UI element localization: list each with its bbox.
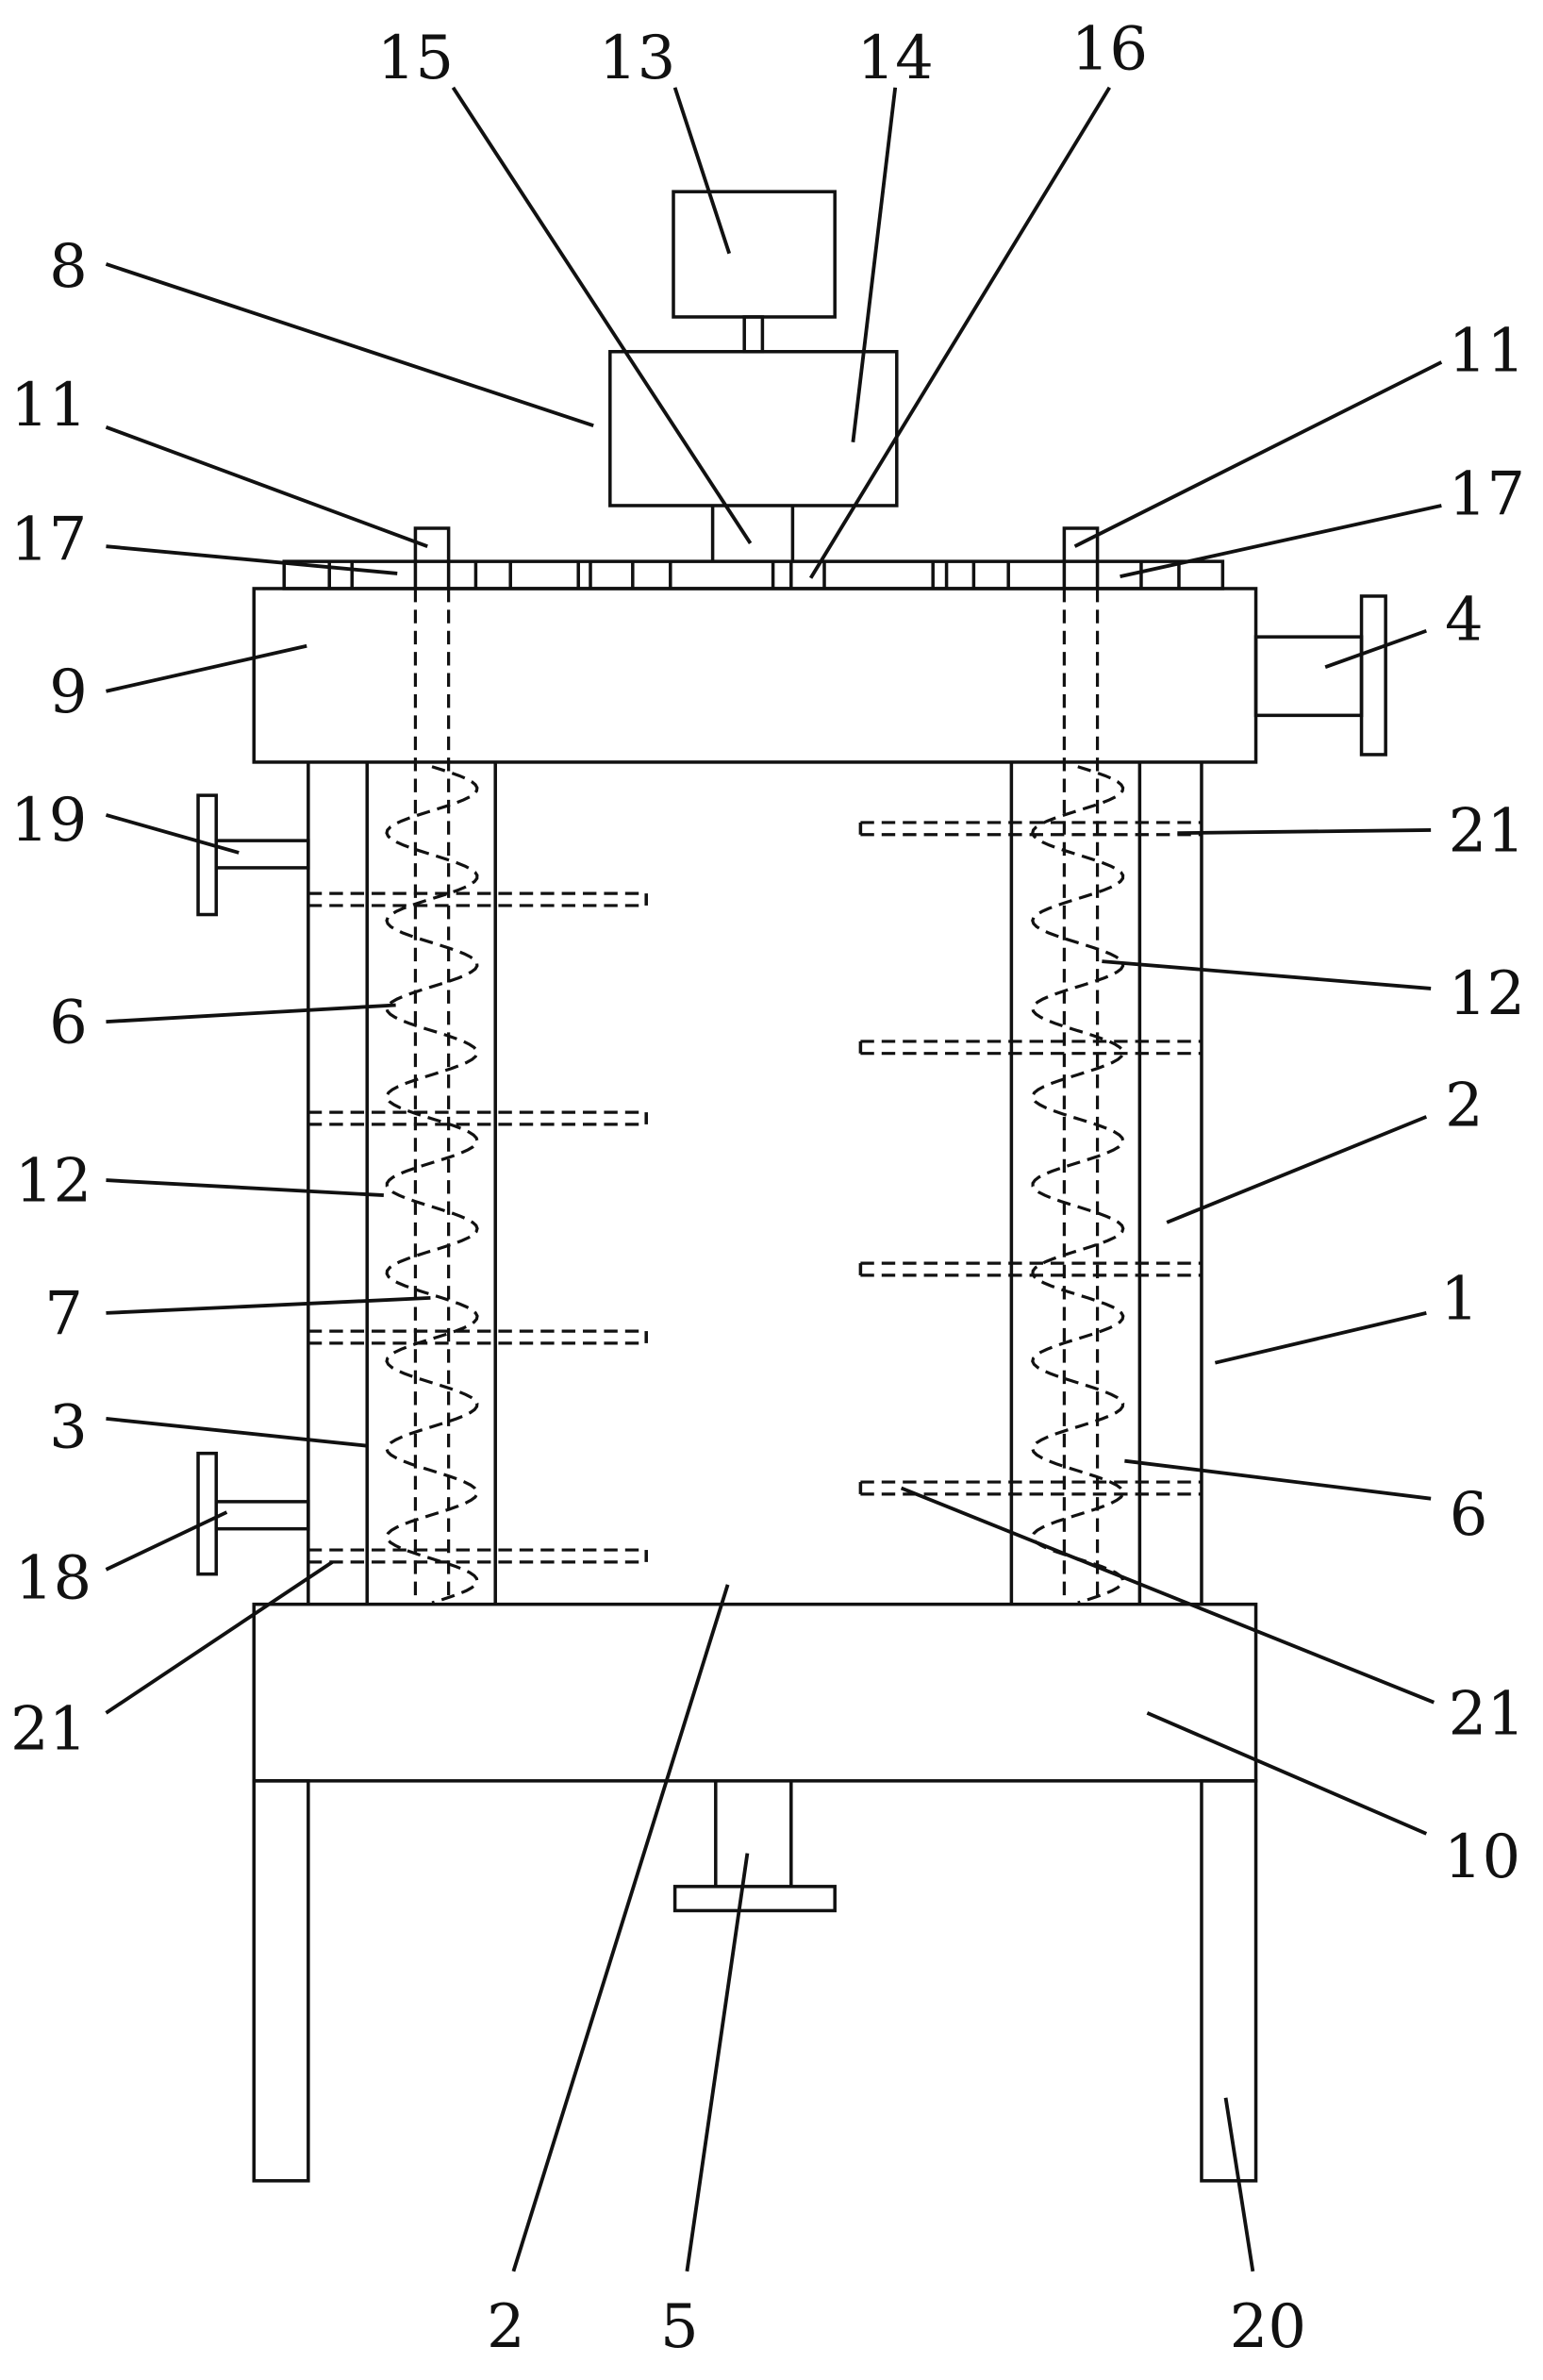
label-9: 9: [49, 657, 88, 727]
label-8: 8: [49, 232, 88, 302]
rod-11-left: [415, 528, 448, 1603]
label-12-right: 12: [1449, 959, 1525, 1029]
outlet-5: [675, 1781, 836, 1911]
label-15: 15: [377, 24, 454, 93]
rod-11-right: [1064, 528, 1097, 1603]
label-6-right: 6: [1450, 1480, 1488, 1550]
leg-20-left: [254, 1781, 308, 2181]
label-4: 4: [1445, 585, 1484, 655]
label-21-right-top: 21: [1449, 796, 1525, 866]
label-17-left: 17: [10, 506, 87, 575]
label-21-left: 21: [10, 1694, 87, 1764]
label-5: 5: [660, 2292, 699, 2362]
label-19: 19: [10, 786, 87, 856]
label-7: 7: [44, 1279, 83, 1349]
label-11-left: 11: [10, 371, 87, 441]
label-16: 16: [1071, 15, 1148, 85]
gear-plate-17: [284, 561, 1222, 589]
spring-12-right: [1033, 767, 1123, 1603]
inlet-pipe-4: [1256, 637, 1362, 715]
label-2-right: 2: [1445, 1072, 1484, 1141]
motor-13: [673, 191, 835, 317]
top-chamber-9: [254, 589, 1255, 762]
bottom-chamber-10: [254, 1605, 1255, 1781]
label-20: 20: [1230, 2292, 1306, 2362]
label-21-right-bottom: 21: [1449, 1679, 1525, 1749]
tank-walls: [308, 762, 1202, 1605]
label-6-left: 6: [49, 989, 88, 1058]
label-18: 18: [15, 1543, 91, 1613]
pipe-18: [198, 1454, 308, 1574]
label-1: 1: [1440, 1264, 1479, 1334]
label-2-bottom: 2: [487, 2292, 525, 2362]
label-14: 14: [856, 24, 933, 93]
label-13: 13: [599, 24, 675, 93]
label-17-right: 17: [1449, 460, 1525, 530]
pipe-19: [198, 795, 308, 914]
label-11-right: 11: [1449, 317, 1525, 387]
label-3: 3: [49, 1392, 88, 1462]
motor-shaft: [744, 317, 762, 352]
label-12-left: 12: [15, 1146, 91, 1216]
paddles-21: [308, 823, 1202, 1562]
label-10: 10: [1444, 1822, 1520, 1892]
leader-lines: [106, 88, 1441, 2272]
inlet-flange-4: [1362, 596, 1386, 755]
